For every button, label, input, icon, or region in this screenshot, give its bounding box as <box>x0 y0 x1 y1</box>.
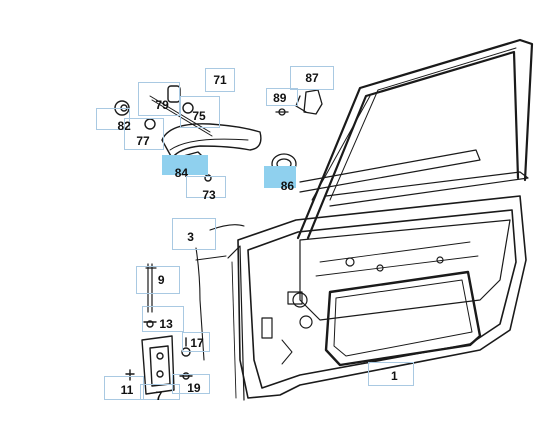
callout-17[interactable]: 17 <box>182 332 210 352</box>
callout-label: 77 <box>136 134 150 149</box>
callout-label: 19 <box>187 381 201 395</box>
callout-label: 13 <box>159 316 173 331</box>
door-shell <box>227 195 527 401</box>
check-strap <box>145 263 157 313</box>
callout-89[interactable]: 89 <box>266 88 298 106</box>
callout-79[interactable]: 79 <box>138 82 180 116</box>
callout-9[interactable]: 9 <box>136 266 180 294</box>
control-rod <box>195 224 245 361</box>
callout-label: 11 <box>120 383 134 398</box>
callout-label: 87 <box>305 71 319 85</box>
callout-11[interactable]: 11 <box>104 376 144 400</box>
callout-13[interactable]: 13 <box>142 306 184 332</box>
callout-label: 1 <box>390 369 398 384</box>
callout-86[interactable]: 86 <box>264 166 296 192</box>
callout-label: 71 <box>213 73 227 87</box>
callout-label: 75 <box>192 109 206 124</box>
callout-71[interactable]: 71 <box>205 68 235 92</box>
callout-1[interactable]: 1 <box>368 362 414 386</box>
callout-label: 17 <box>190 336 204 350</box>
callout-label: 9 <box>157 272 165 287</box>
callout-87[interactable]: 87 <box>290 66 334 90</box>
callout-label: 3 <box>187 229 194 244</box>
lock-cylinder <box>271 89 323 175</box>
window-seal <box>299 149 529 207</box>
window-frame <box>296 38 534 240</box>
callout-label: 79 <box>155 98 169 113</box>
door-inner-panel <box>261 219 511 367</box>
callout-19[interactable]: 19 <box>172 374 210 394</box>
callout-73[interactable]: 73 <box>186 176 226 201</box>
callout-3[interactable]: 3 <box>172 218 216 250</box>
callout-75[interactable]: 75 <box>180 96 220 128</box>
callout-77[interactable]: 77 <box>124 118 164 150</box>
callout-label: 89 <box>273 91 287 105</box>
callout-84[interactable]: 84 <box>162 155 208 179</box>
